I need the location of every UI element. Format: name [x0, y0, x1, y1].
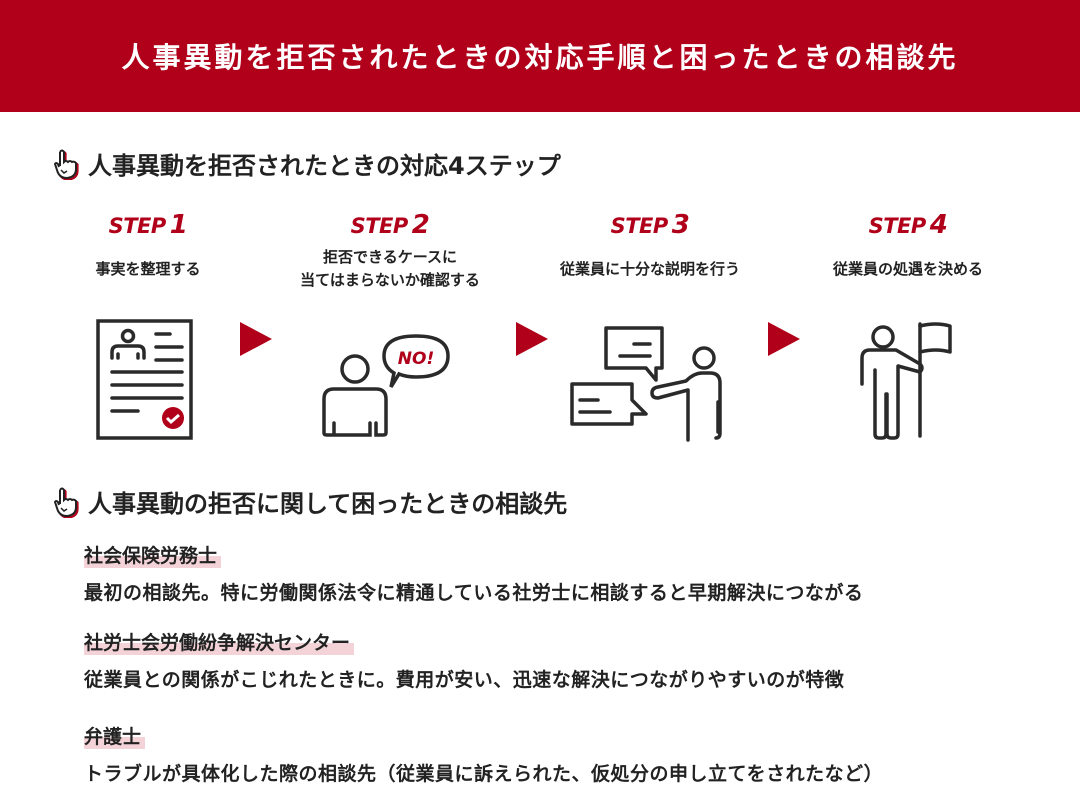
- section-consult-title: 人事異動の拒否に関して困ったときの相談先: [88, 490, 568, 518]
- person-refusing-icon: NO!: [322, 334, 450, 437]
- section-steps-title: 人事異動を拒否されたときの対応4ステップ: [88, 152, 561, 180]
- document-check-icon: [96, 319, 193, 440]
- no-bubble-text: NO!: [398, 349, 434, 369]
- arrow-right-icon: [240, 322, 272, 356]
- step-description: 拒否できるケースに当てはまらないか確認する: [300, 248, 480, 289]
- arrow-right-icon: [768, 322, 800, 356]
- page-title: 人事異動を拒否されたときの対応手順と困ったときの相談先: [121, 41, 959, 74]
- step-description: 従業員に十分な説明を行う: [559, 260, 740, 278]
- consultant-description: 従業員との関係がこじれたときに。費用が安い、迅速な解決につながりやすいのが特徴: [84, 669, 845, 691]
- person-with-flag-icon: [860, 322, 952, 440]
- consultant-item: 社労士会労働紛争解決センター 従業員との関係がこじれたときに。費用が安い、迅速な…: [84, 628, 844, 692]
- explaining-person-icon: [570, 326, 722, 442]
- section-steps-heading: 人事異動を拒否されたときの対応4ステップ: [52, 146, 561, 181]
- arrow-right-icon: [516, 322, 548, 356]
- consultant-description: トラブルが具体化した際の相談先（従業員に訴えられた、仮処分の申し立てをされたなど…: [84, 763, 884, 785]
- consultant-title: 社労士会労働紛争解決センター: [84, 628, 355, 655]
- consultant-title: 社会保険労務士: [84, 541, 222, 568]
- pointing-hand-icon: [53, 487, 79, 518]
- consultant-title: 弁護士: [84, 722, 146, 749]
- pointing-hand-icon: [53, 149, 79, 180]
- header-banner: 人事異動を拒否されたときの対応手順と困ったときの相談先: [0, 0, 1080, 112]
- consultant-item: 弁護士 トラブルが具体化した際の相談先（従業員に訴えられた、仮処分の申し立てをさ…: [84, 722, 883, 786]
- consultant-item: 社会保険労務士 最初の相談先。特に労働関係法令に精通している社労士に相談すると早…: [84, 541, 863, 605]
- section-consult-heading: 人事異動の拒否に関して困ったときの相談先: [52, 484, 567, 519]
- step-description: 従業員の処遇を決める: [832, 260, 983, 278]
- consultant-description: 最初の相談先。特に労働関係法令に精通している社労士に相談すると早期解決につながる: [84, 582, 864, 604]
- step-description: 事実を整理する: [95, 260, 201, 278]
